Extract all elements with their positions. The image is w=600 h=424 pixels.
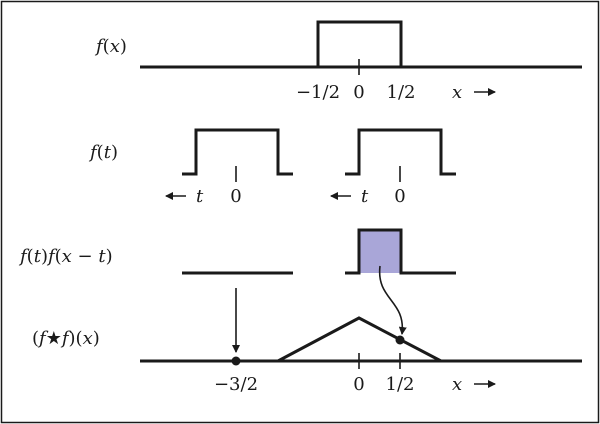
row2-left-rect-pulse (182, 128, 293, 176)
row1-tick-label-neg-half: −1/2 (296, 82, 340, 103)
row4-tick-label-half: 1/2 (386, 374, 415, 395)
row1-tick-label-half: 1/2 (387, 82, 416, 103)
row3-right-overlap-pulse (345, 228, 456, 275)
row1-tick-label-zero: 0 (353, 82, 364, 103)
row3-overlap-fill (359, 230, 401, 273)
row3-label: f(t)f(x − t) (18, 246, 113, 267)
row2-left-axis-var: t (196, 186, 204, 207)
row2-label: f(t) (88, 142, 118, 163)
row2-left-tick-label-zero: 0 (230, 186, 241, 207)
row4-triangle (277, 316, 442, 363)
row4-tick-label-zero: 0 (353, 374, 364, 395)
row1-rect-pulse (316, 20, 403, 67)
row4-axis-var: x (452, 374, 462, 395)
row2-right-axis-var: t (361, 186, 369, 207)
row1-label: f(x) (94, 36, 127, 57)
row4-tick-label-neg-three-halves: −3/2 (214, 374, 258, 395)
row2-right-tick-label-zero: 0 (394, 186, 405, 207)
row2-right-rect-pulse (345, 128, 456, 176)
row4-point-half (395, 335, 405, 345)
row4-point-neg-three-halves (231, 356, 241, 366)
right-curved-arrow-icon (378, 265, 407, 335)
row1-axis-var: x (452, 82, 462, 103)
row4-label: (f★f)(x) (32, 328, 100, 349)
